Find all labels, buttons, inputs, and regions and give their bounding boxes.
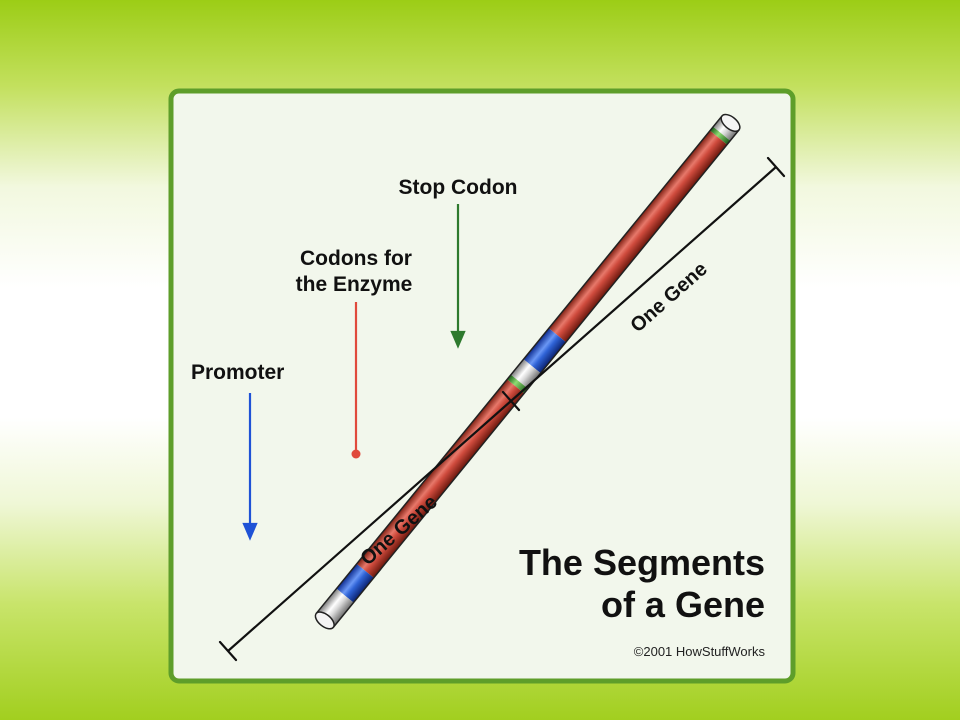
gene-diagram-card: Promoter Codons for the Enzyme Stop Codo… xyxy=(168,88,796,684)
bracket-gene-1 xyxy=(218,399,513,662)
promoter-segment-1 xyxy=(336,563,374,603)
end-cap-top xyxy=(713,115,740,141)
codons-label-line2: the Enzyme xyxy=(296,273,413,296)
diagram-title-line2: of a Gene xyxy=(601,584,765,625)
copyright-text: ©2001 HowStuffWorks xyxy=(634,644,766,659)
promoter-arrowhead xyxy=(242,522,258,541)
codons-pointer-dot xyxy=(351,449,361,459)
stop-codon-segment-1 xyxy=(507,374,528,394)
diagram-title-line1: The Segments xyxy=(519,542,765,583)
stop-codon-segment-2 xyxy=(709,126,731,145)
label-arrows xyxy=(242,204,466,541)
promoter-segment-2 xyxy=(523,328,566,374)
coding-segment-2 xyxy=(548,130,728,343)
end-cap-bottom-face xyxy=(314,611,335,630)
gene-brackets xyxy=(218,156,786,662)
stop-codon-arrowhead xyxy=(450,330,466,349)
codons-label-line1: Codons for xyxy=(300,247,412,270)
dna-rod xyxy=(314,113,741,630)
stop-codon-label: Stop Codon xyxy=(399,176,518,199)
coding-segment-1 xyxy=(356,379,525,578)
promoter-label: Promoter xyxy=(191,361,284,384)
gene-segments-diagram: Promoter Codons for the Enzyme Stop Codo… xyxy=(168,88,796,684)
